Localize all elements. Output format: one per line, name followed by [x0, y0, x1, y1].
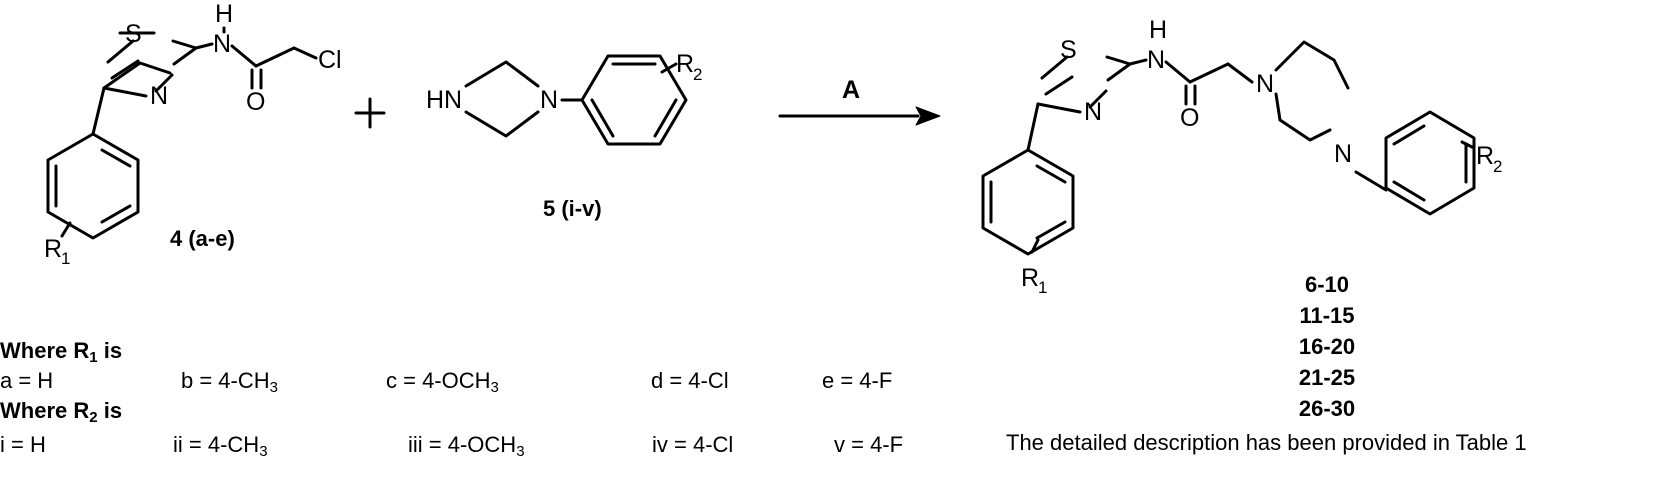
- product-amide-hydrogen-atom: H: [1149, 16, 1167, 44]
- sulfur-atom: S: [125, 20, 142, 48]
- r1-subscript: 1: [61, 249, 70, 268]
- thiazole-ring: [102, 61, 172, 90]
- amide-hydrogen-atom: H: [215, 0, 233, 28]
- r2-bond: [1460, 140, 1476, 150]
- r2-bond: [660, 62, 678, 74]
- double-bond: [653, 98, 678, 138]
- product-r1-subscript: 1: [1038, 278, 1047, 297]
- product-range-4: 21-25: [1298, 365, 1356, 390]
- product-piperazine-ring: [1274, 40, 1350, 90]
- bond: [1105, 55, 1132, 66]
- bond: [171, 39, 198, 50]
- r2-option-v: v = 4-F: [834, 432, 904, 457]
- bond: [230, 44, 258, 68]
- double-bond: [1035, 220, 1067, 240]
- reactant-arylpiperazine-structure: HN N R 2: [426, 50, 702, 146]
- bond: [1026, 102, 1040, 152]
- double-bond: [100, 204, 132, 224]
- double-bond: [1106, 62, 1132, 82]
- double-bond: [1392, 180, 1426, 202]
- r1-label: R: [44, 235, 62, 263]
- product-structure: S N N H O N N R 1 R 2: [981, 16, 1502, 297]
- product-nitrogen-atom: N: [1084, 98, 1102, 126]
- double-bond: [590, 98, 615, 138]
- reagent-label: A: [842, 76, 860, 104]
- reaction-arrow: [778, 106, 941, 126]
- bond: [154, 73, 174, 93]
- double-bond: [100, 148, 132, 168]
- product-r2-subscript: 2: [1493, 157, 1502, 176]
- bond: [1164, 60, 1192, 84]
- r1-option-e: e = 4-F: [822, 368, 893, 393]
- r2-option-ii: ii = 4-CH3: [173, 432, 268, 460]
- product-sulfur-atom: S: [1060, 36, 1077, 64]
- r1-bond: [60, 221, 72, 238]
- r2-label: R: [676, 50, 694, 78]
- r2-option-iii: iii = 4-OCH3: [408, 432, 525, 460]
- product-amide-nitrogen-atom: N: [1147, 46, 1165, 74]
- hn-atom: HN: [426, 86, 462, 114]
- r1-option-b: b = 4-CH3: [181, 368, 278, 396]
- bond: [1128, 58, 1148, 66]
- piperazine-ring: [464, 60, 540, 88]
- bond: [292, 46, 318, 60]
- r2-subscript: 2: [693, 65, 702, 84]
- product-piperazine-n4-atom: N: [1334, 140, 1352, 168]
- bond: [1036, 102, 1082, 114]
- product-piperazine-n1-atom: N: [1256, 70, 1274, 98]
- compound-5-label: 5 (i-v): [543, 196, 602, 221]
- r1-option-c: c = 4-OCH3: [386, 368, 499, 396]
- double-bond: [1035, 164, 1067, 184]
- reactant-chloroacetamide-structure: S N N H O Cl R 1: [44, 0, 342, 268]
- bond: [1040, 55, 1069, 80]
- product-r1-label: R: [1021, 264, 1039, 292]
- r2-option-iv: iv = 4-Cl: [652, 432, 734, 457]
- bond: [1226, 62, 1254, 84]
- bond: [1088, 89, 1108, 109]
- bond: [194, 42, 214, 50]
- r1-heading: Where R1 is: [0, 338, 123, 366]
- phenyl-ring-r1: [46, 132, 140, 240]
- bond: [106, 39, 135, 64]
- product-range-5: 26-30: [1298, 396, 1356, 421]
- compound-4-label: 4 (a-e): [170, 226, 235, 251]
- bond: [1354, 170, 1388, 192]
- product-oxygen-atom: O: [1180, 104, 1199, 132]
- product-phenyl-ring-r2: [1384, 110, 1476, 216]
- bond: [254, 46, 296, 68]
- product-piperazine-ring: [1274, 92, 1332, 142]
- bond: [91, 86, 106, 136]
- bond: [1044, 75, 1074, 96]
- amide-nitrogen-atom: N: [213, 30, 231, 58]
- nitrogen-atom: N: [150, 82, 168, 110]
- double-bond: [172, 46, 198, 66]
- bond: [102, 86, 148, 98]
- plus-sign: [354, 97, 386, 129]
- table-reference-note: The detailed description has been provid…: [1006, 430, 1527, 455]
- double-bond: [1392, 124, 1426, 146]
- r2-option-i: i = H: [0, 432, 46, 457]
- r2-heading: Where R2 is: [0, 398, 123, 426]
- bond: [110, 59, 140, 80]
- bond: [1188, 62, 1230, 84]
- r1-bond: [1030, 238, 1040, 254]
- product-range-3: 16-20: [1298, 334, 1356, 359]
- r1-option-a: a = H: [0, 368, 54, 393]
- oxygen-atom: O: [246, 88, 265, 116]
- piperazine-ring: [464, 110, 540, 138]
- r1-option-d: d = 4-Cl: [651, 368, 729, 393]
- chlorine-atom: Cl: [318, 46, 342, 74]
- product-range-2: 11-15: [1299, 303, 1355, 328]
- product-range-1: 6-10: [1304, 272, 1350, 297]
- product-r2-label: R: [1476, 142, 1494, 170]
- phenyl-ring-r2: [580, 54, 688, 146]
- piperazine-nitrogen-atom: N: [540, 86, 558, 114]
- product-phenyl-ring-r1: [981, 148, 1075, 256]
